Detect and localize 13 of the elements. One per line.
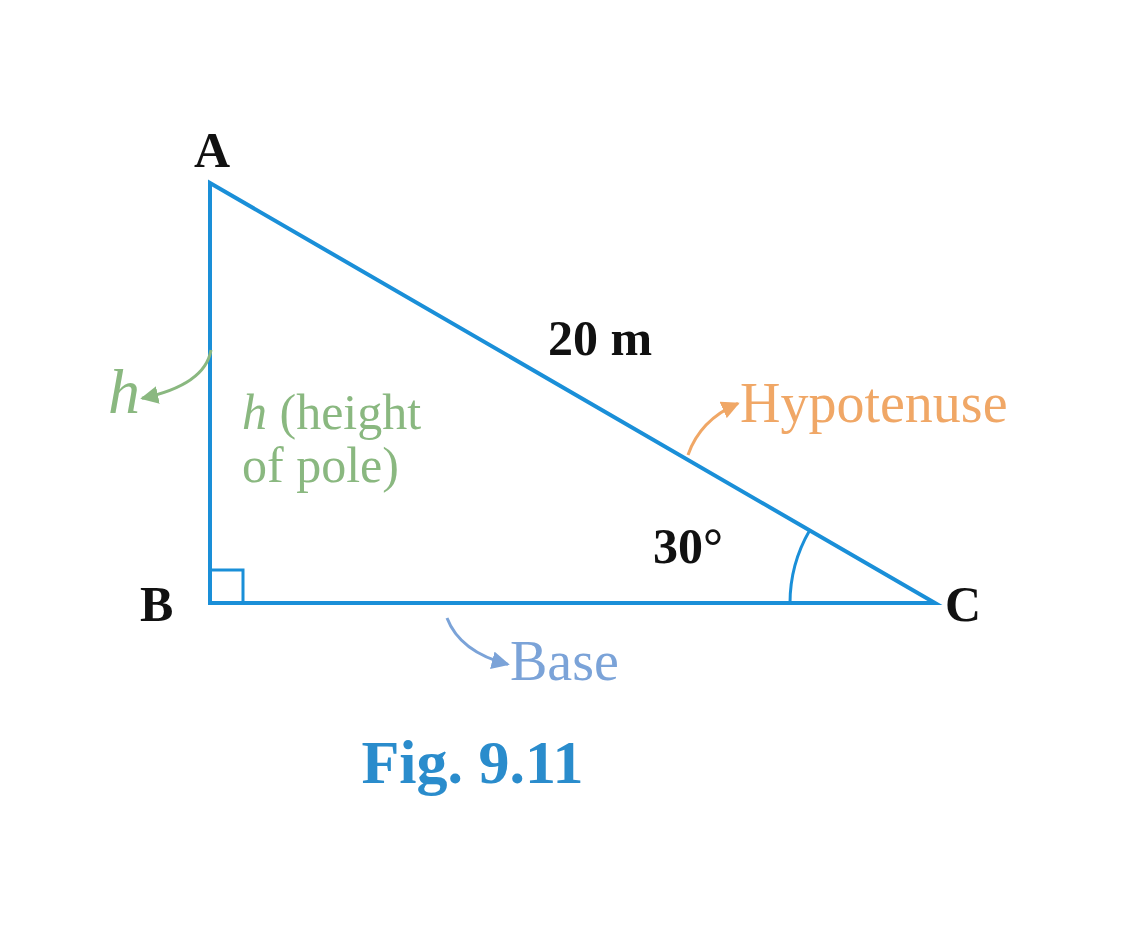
side-label: Base (510, 632, 619, 691)
dimension-label: 20 m (548, 312, 653, 365)
vertex-label: C (945, 578, 982, 631)
variable-label: h (108, 358, 140, 426)
vertex-label: B (140, 578, 174, 631)
leader-line (445, 617, 510, 669)
figure-caption: Fig. 9.11 (360, 730, 585, 796)
vertex-label: A (194, 124, 231, 177)
leader-line (686, 402, 740, 456)
side-label: Hypotenuse (740, 374, 1008, 433)
side-description: h (height of pole) (242, 386, 423, 491)
angle-label: 30° (653, 520, 723, 573)
leader-line (140, 349, 213, 404)
